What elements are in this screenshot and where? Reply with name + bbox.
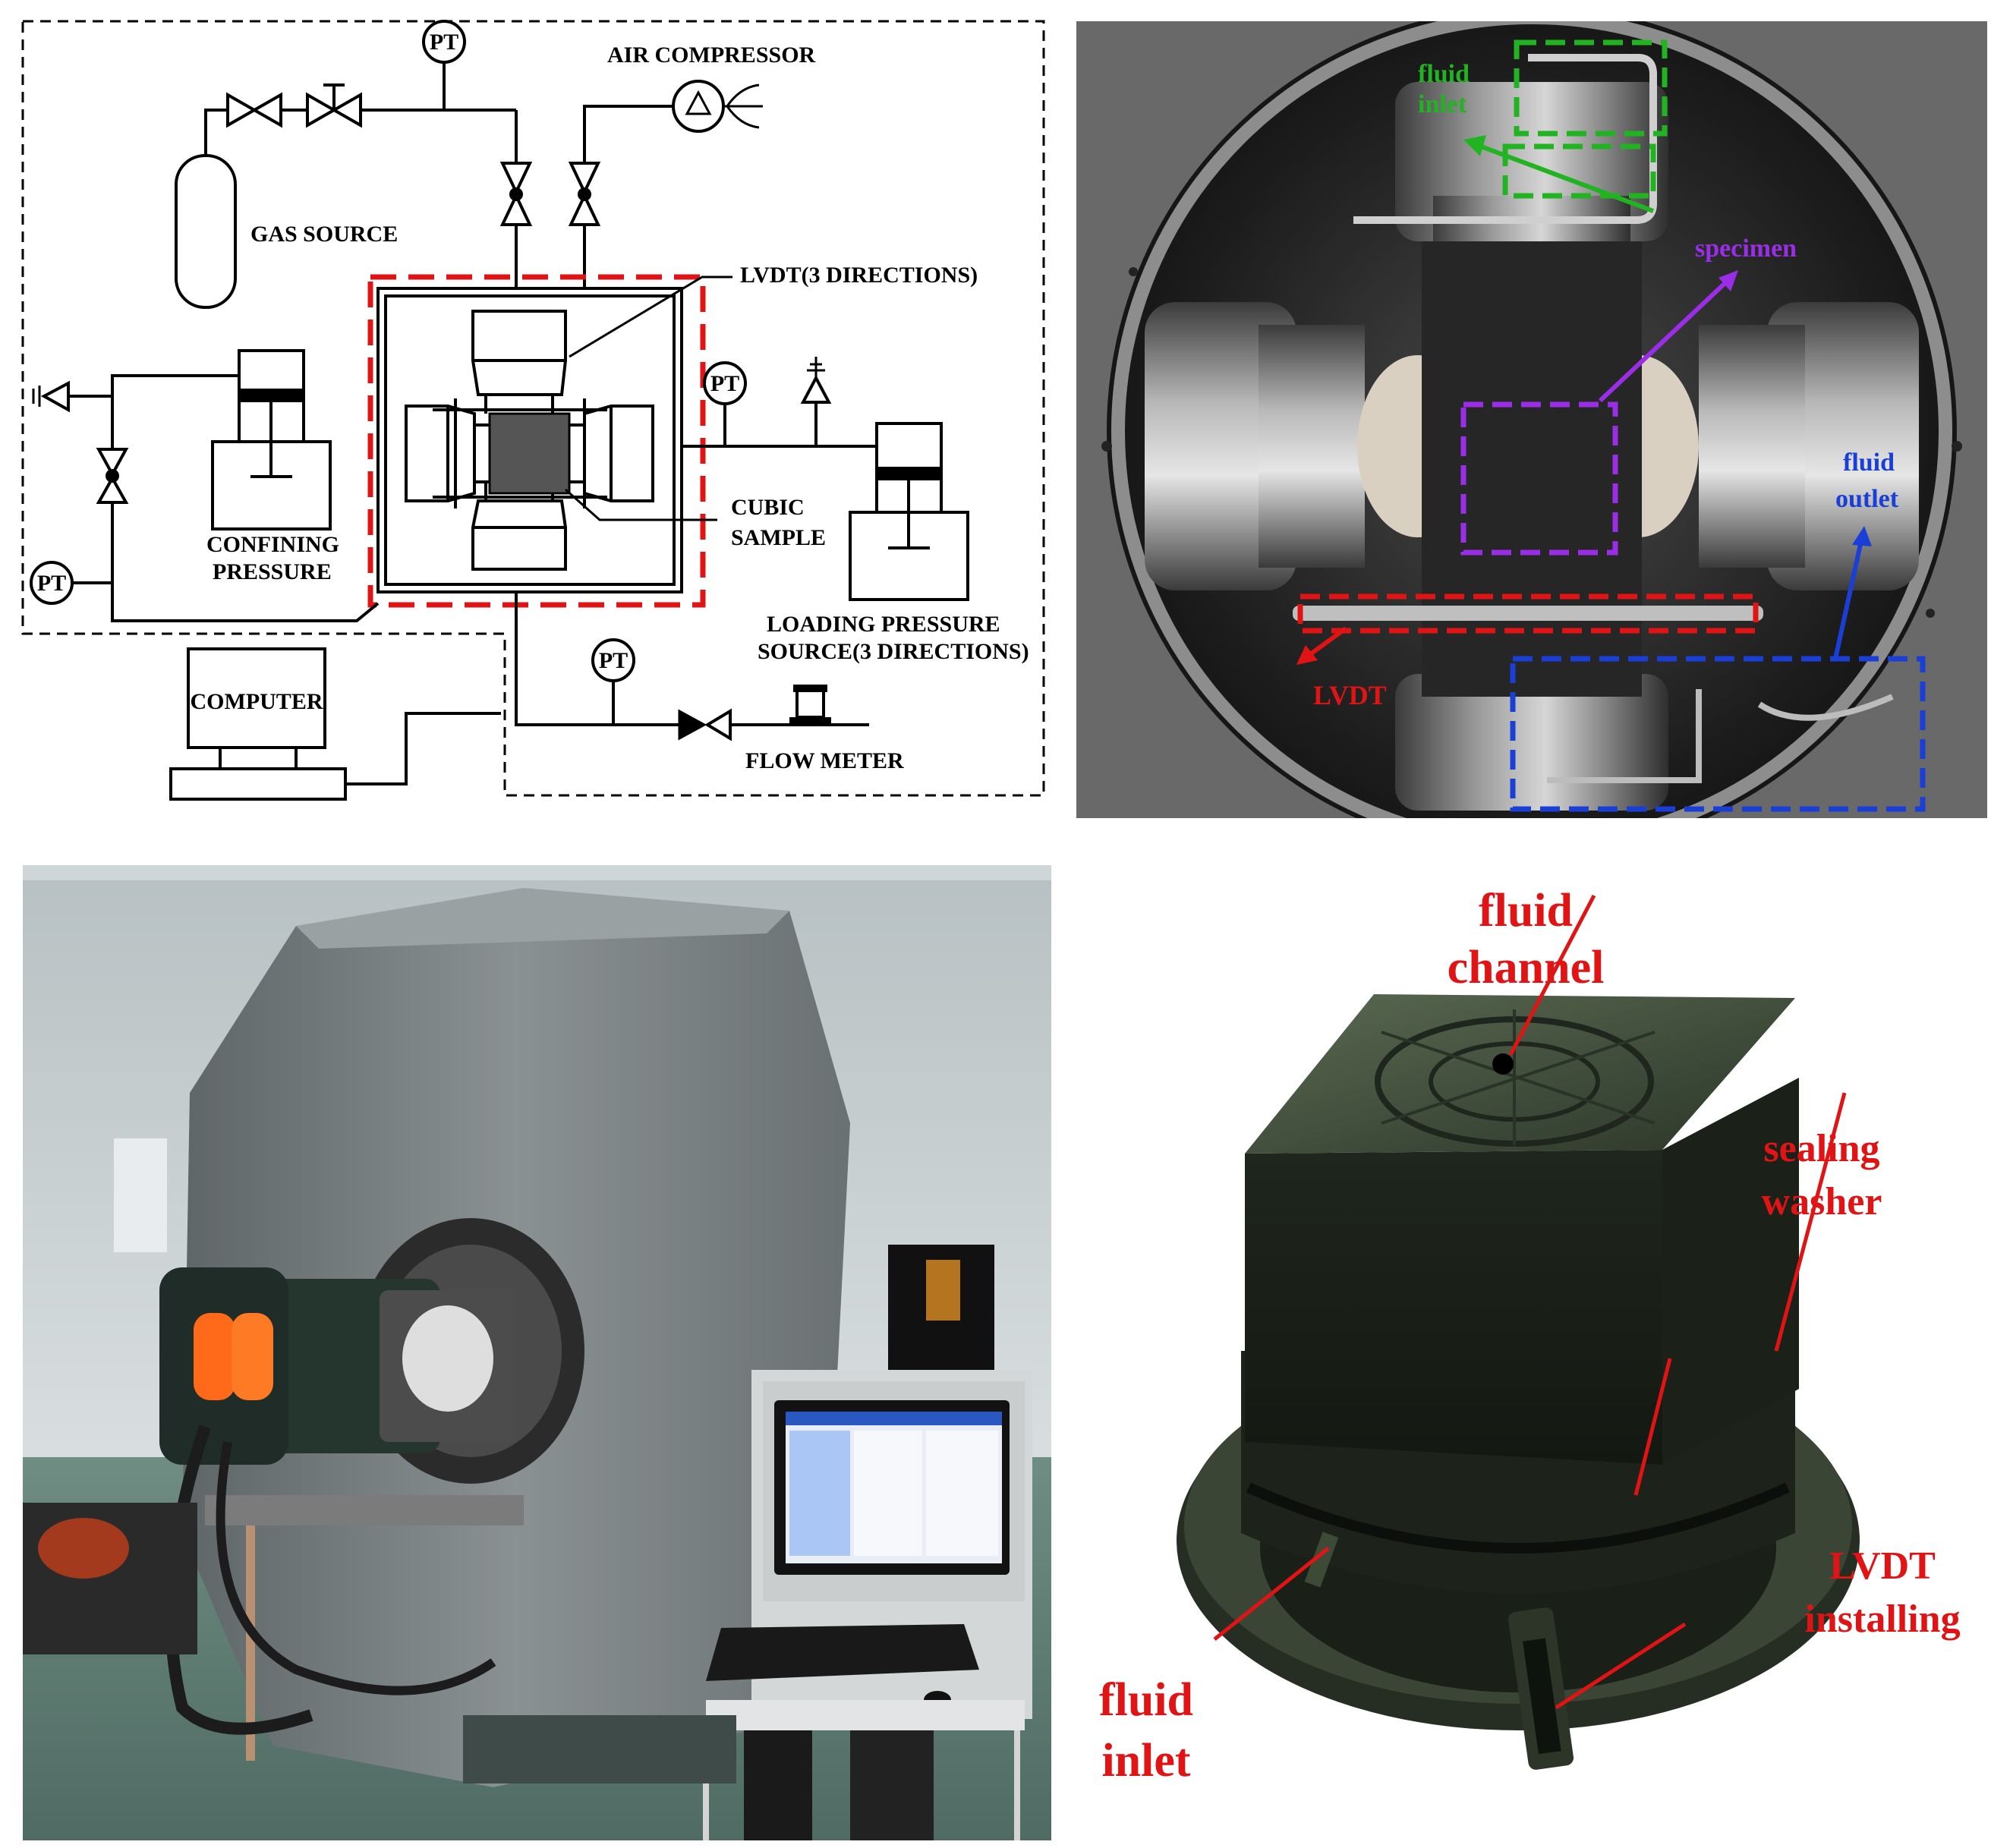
fluid-inlet-box [1514, 39, 1668, 137]
fluid-inlet-label-2: inlet [1418, 90, 1467, 118]
schematic-panel: PT AIR COMPRESSOR GAS SOURCE [0, 0, 1063, 812]
loading-platens [405, 310, 654, 571]
confining-label-1: CONFINING [206, 532, 339, 557]
lvdt-arrow-icon [1296, 645, 1318, 665]
sealing-washer-label-2: washer [1762, 1180, 1882, 1223]
computer-label: COMPUTER [191, 689, 323, 714]
pt-label-top: PT [430, 30, 458, 55]
lvdt-installing-label-1: LVDT [1829, 1544, 1936, 1588]
gas-source-label: GAS SOURCE [250, 222, 398, 247]
valve-confining-icon [96, 448, 129, 504]
regulator-valve-icon [306, 83, 362, 128]
sealing-washer-label-1: sealing [1763, 1127, 1879, 1170]
valve-outlet-icon [678, 708, 732, 741]
schematic-diagram: PT AIR COMPRESSOR GAS SOURCE [21, 20, 1045, 801]
pressure-transducer-left-icon [30, 561, 74, 605]
fluid-channel-label-2: channel [1448, 942, 1605, 993]
pt-label-bottom: PT [599, 648, 628, 673]
fluid-outlet-label-2: outlet [1835, 485, 1899, 513]
lvdt-rod [1293, 606, 1763, 621]
loading-label-1: LOADING PRESSURE [767, 612, 1000, 637]
fluid-channel-label-1: fluid [1479, 885, 1573, 937]
keyboard [706, 1624, 979, 1681]
system-boundary [21, 20, 1045, 797]
lvdt-installing-label-2: installing [1804, 1598, 1960, 1641]
chamber-photo: fluid inlet specimen fluid outlet LVDT [1076, 21, 1987, 818]
valve-compressor-icon [568, 162, 601, 226]
lvdt-directions-label: LVDT(3 DIRECTIONS) [740, 263, 978, 288]
pressure-transducer-right-icon [703, 361, 747, 405]
bottom-actuator [1395, 674, 1668, 811]
confining-label-2: PRESSURE [213, 559, 332, 584]
vent-right-icon [800, 374, 832, 404]
fluid-inlet-arrow-icon [1463, 135, 1486, 156]
pressure-transducer-bottom-icon [591, 638, 635, 682]
sealing-washer [1246, 1482, 1790, 1554]
vent-left-icon [40, 380, 70, 413]
air-compressor-icon [672, 80, 725, 133]
chamber-outer [376, 287, 683, 593]
fluid-inlet-label-1: fluid [1418, 60, 1470, 88]
specimen-box [1460, 401, 1618, 556]
platen-front-face [1245, 1150, 1662, 1465]
fluid-inlet-label-1: fluid [1099, 1674, 1193, 1726]
chamber-inner [384, 294, 676, 586]
cubic-sample-label-2: SAMPLE [731, 525, 826, 550]
pressure-chamber-highlight [367, 274, 706, 608]
fluid-outlet-arrow-icon [1852, 526, 1872, 546]
fluid-outlet-box [1510, 656, 1926, 812]
gas-cylinder [175, 154, 237, 309]
specimen-label: specimen [1695, 235, 1797, 263]
cubic-sample [488, 412, 571, 495]
fluid-outlet-label-1: fluid [1843, 449, 1895, 477]
chamber-photo-panel: fluid inlet specimen fluid outlet LVDT [1076, 21, 1987, 818]
flow-meter-icon [789, 685, 831, 726]
valve-1-icon [226, 92, 282, 128]
lvdt-box [1297, 593, 1759, 634]
valve-inlet-icon [499, 162, 533, 226]
air-compressor-label: AIR COMPRESSOR [607, 43, 816, 68]
loading-label-2: SOURCE(3 DIRECTIONS) [758, 639, 1029, 664]
computer-icon [169, 647, 347, 801]
fluid-channel-hole [1492, 1053, 1514, 1075]
platen-side-face [1662, 1078, 1799, 1465]
lvdt-label: LVDT [1313, 680, 1387, 710]
machine-photo [23, 865, 1051, 1840]
fluid-inlet-label-2: inlet [1101, 1735, 1190, 1787]
flow-meter-label: FLOW METER [745, 748, 904, 773]
specimen-arrow-icon [1718, 270, 1738, 291]
pressure-transducer-top-icon [422, 20, 466, 64]
machine-photo-panel [23, 865, 1051, 1840]
accumulator-2 [232, 1313, 273, 1400]
accumulator-1 [194, 1313, 235, 1400]
platen-photo: fluid channel sealing washer LVDT instal… [1063, 865, 1989, 1844]
platen-photo-panel: fluid channel sealing washer LVDT instal… [1063, 865, 1989, 1844]
pt-label-right: PT [710, 371, 739, 396]
pt-label-left: PT [37, 571, 66, 596]
cubic-sample-label-1: CUBIC [731, 495, 805, 520]
